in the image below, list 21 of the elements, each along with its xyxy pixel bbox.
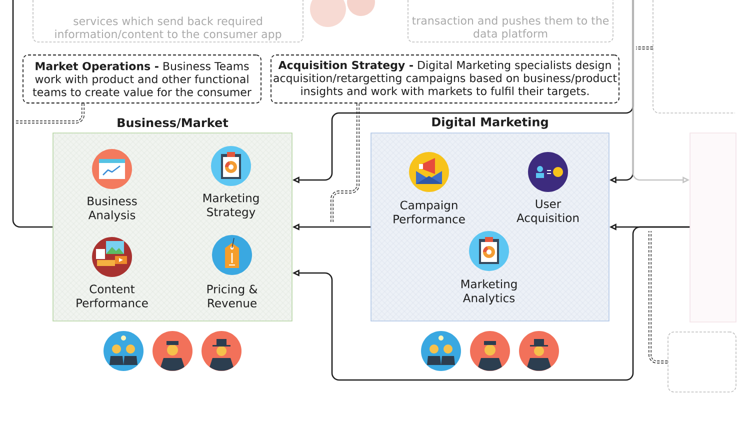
connector-line: [12, 0, 53, 228]
note-box: services which send back required information/content to the consumer app: [32, 0, 304, 42]
note-box: Market Operations - Business Teams work with product and other functional teams to create value for the consumer: [22, 54, 262, 104]
group-title: Business/Market: [118, 118, 228, 128]
group-title: Digital Marketing: [432, 117, 548, 129]
icon-label: Marketing Analytics: [461, 279, 517, 305]
leader-line: [330, 103, 360, 222]
icon-label: Business Analysis: [88, 196, 137, 222]
panel: [690, 132, 736, 322]
leader-line: [636, 46, 653, 50]
note-box: [668, 332, 736, 392]
icon-label: User Acquisition: [516, 200, 579, 224]
note-box: [652, 0, 736, 114]
icon-label: Content Performance: [76, 284, 148, 308]
note-box: transaction and pushes them to the data platform: [408, 0, 614, 42]
leader-line: [648, 231, 668, 364]
icon-label: Pricing & Revenue: [207, 284, 258, 308]
note-box: Acquisition Strategy - Digital Marketing specialists design acquisition/retargetting campaigns based on business/product insights and work with markets to fulfil their targets.: [270, 54, 620, 104]
icon-label: Marketing Strategy: [203, 193, 259, 219]
leader-line: [15, 103, 84, 124]
icon-label: Campaign Performance: [394, 200, 465, 224]
